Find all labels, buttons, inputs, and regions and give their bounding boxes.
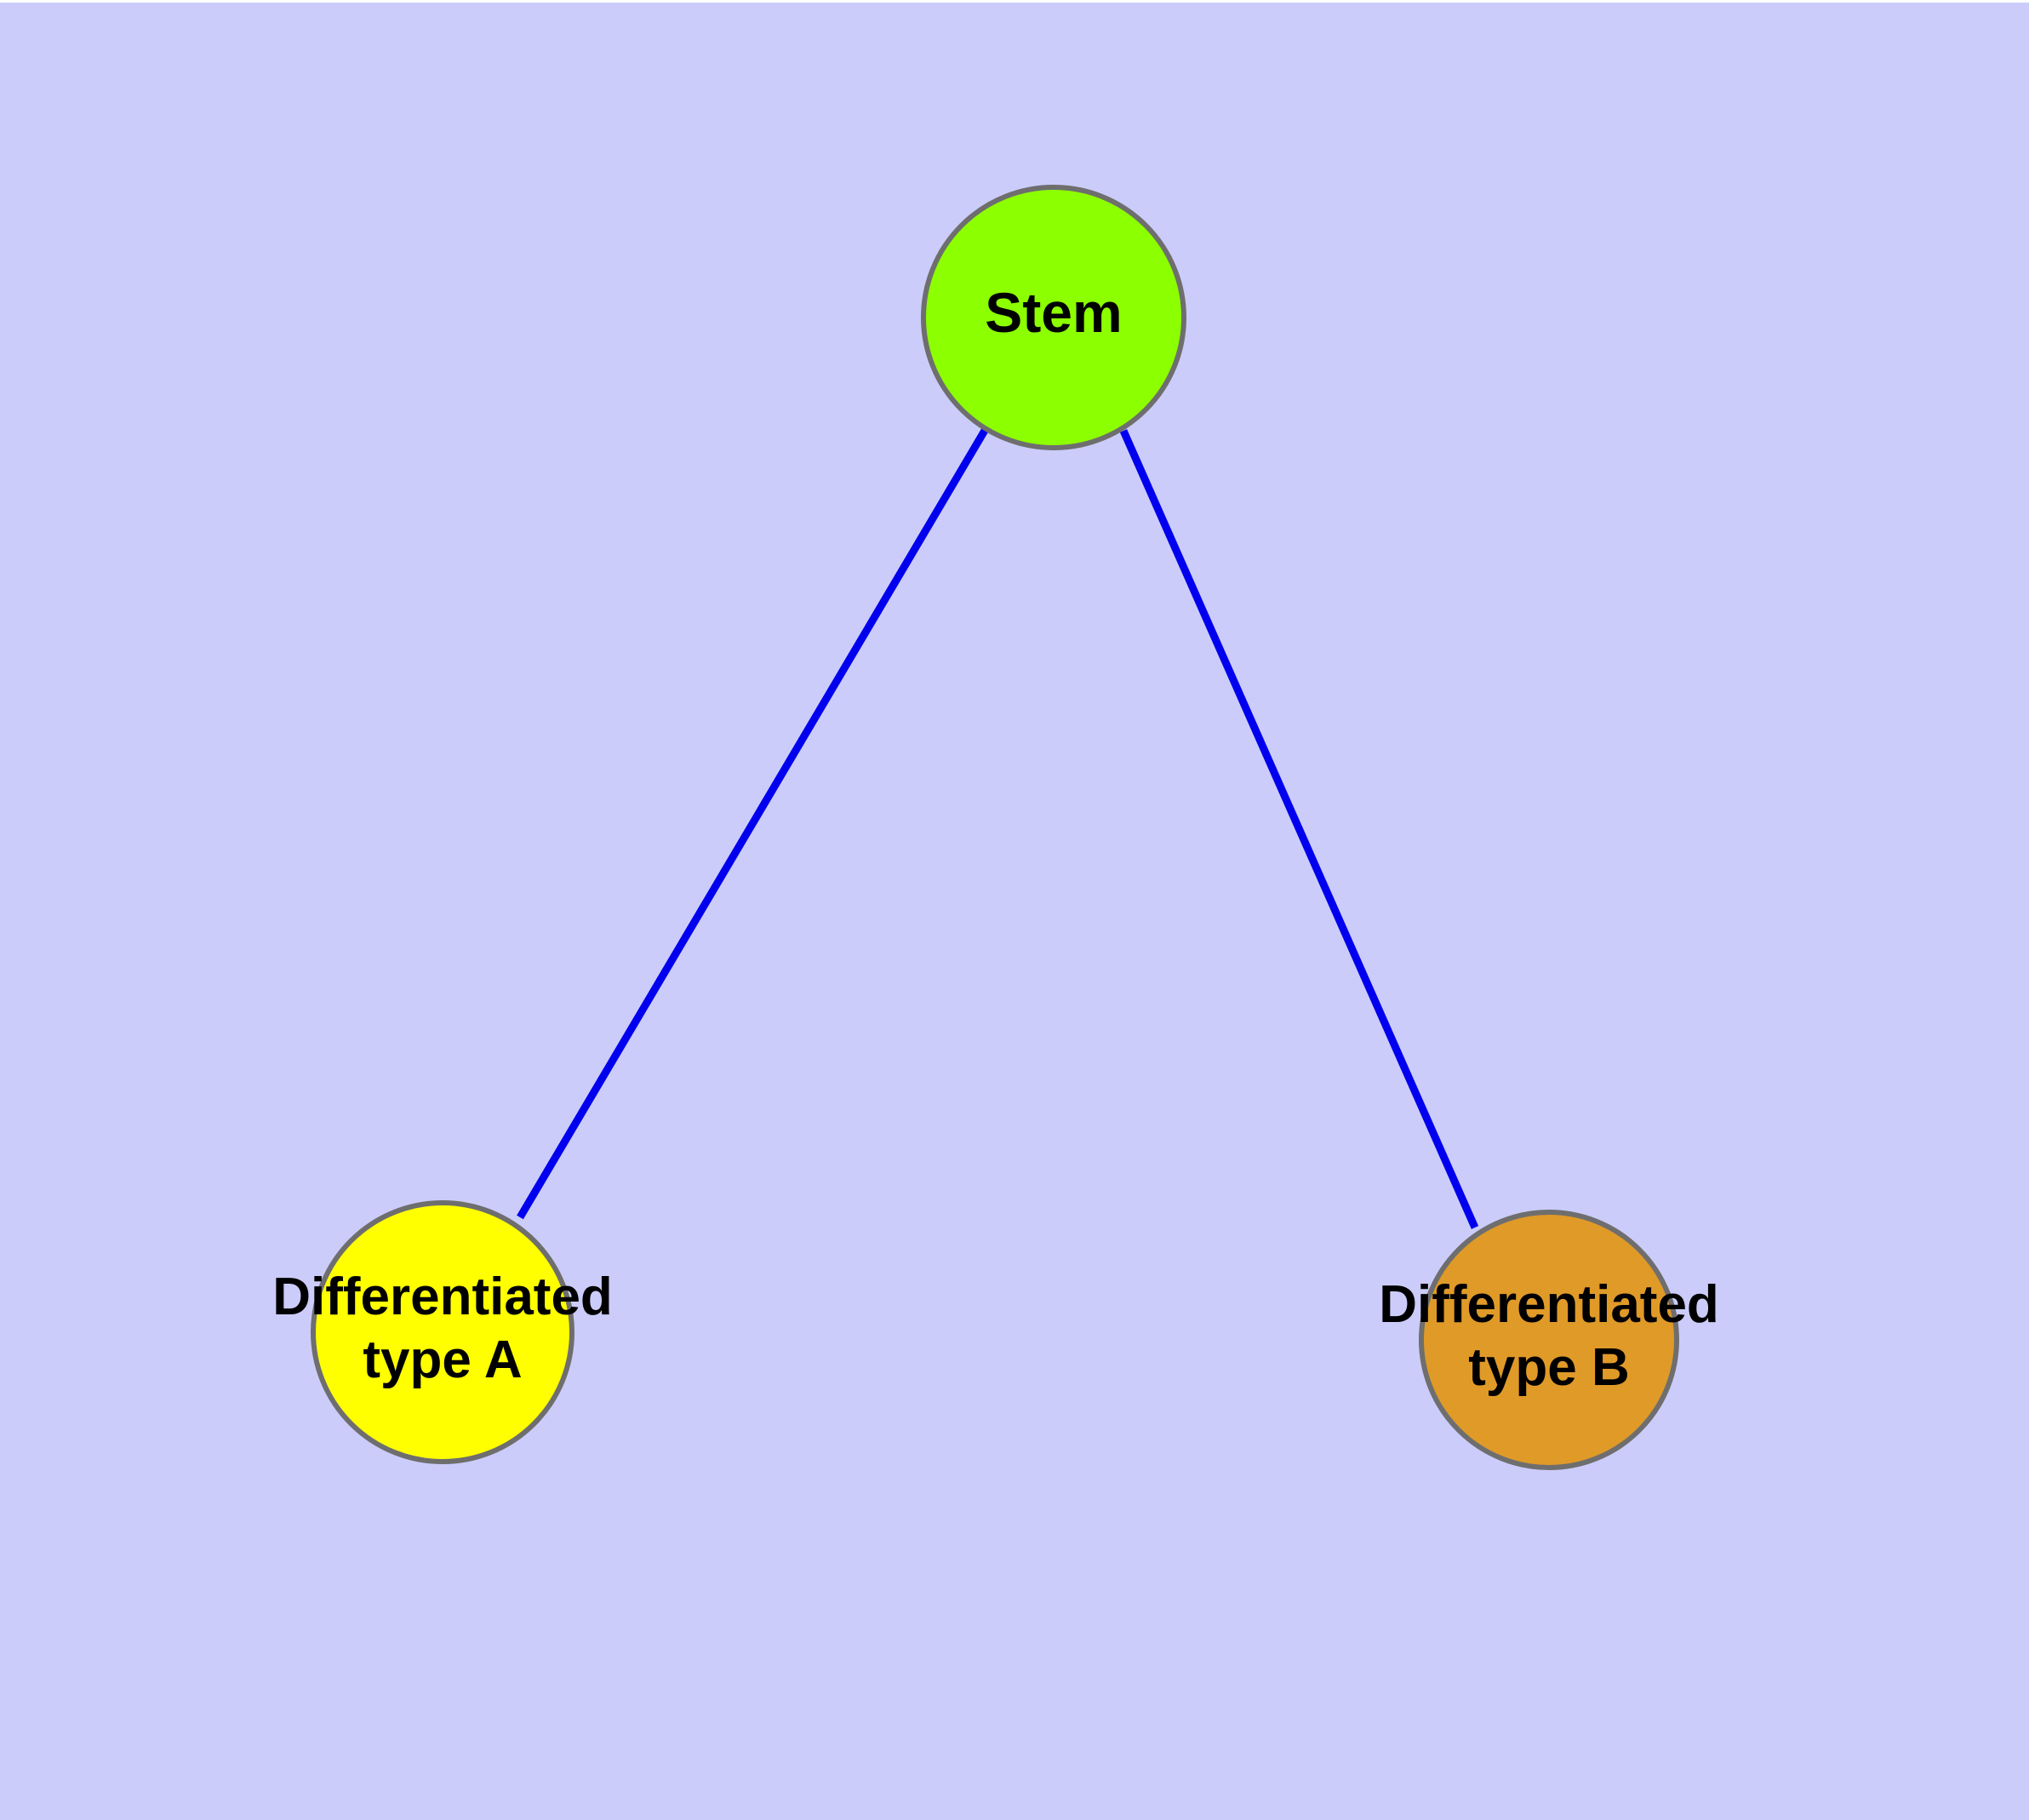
node-label-line: Stem xyxy=(985,281,1122,344)
edge-stem-to-diff-a[interactable] xyxy=(517,426,989,1220)
nodes-layer xyxy=(311,185,1679,1470)
node-label-line: Differentiated xyxy=(1379,1275,1719,1334)
node-label-line: type B xyxy=(1468,1338,1629,1397)
node-label-stem: Stem xyxy=(985,281,1122,344)
node-diff_b[interactable] xyxy=(1419,1210,1679,1470)
edge-stem-to-diff-b[interactable] xyxy=(1119,429,1479,1229)
node-label-line: type A xyxy=(363,1331,522,1389)
edges-layer xyxy=(517,426,1479,1229)
node-diff_a[interactable] xyxy=(311,1200,574,1464)
node-stem[interactable] xyxy=(921,185,1186,450)
node-label-line: Differentiated xyxy=(272,1268,613,1326)
